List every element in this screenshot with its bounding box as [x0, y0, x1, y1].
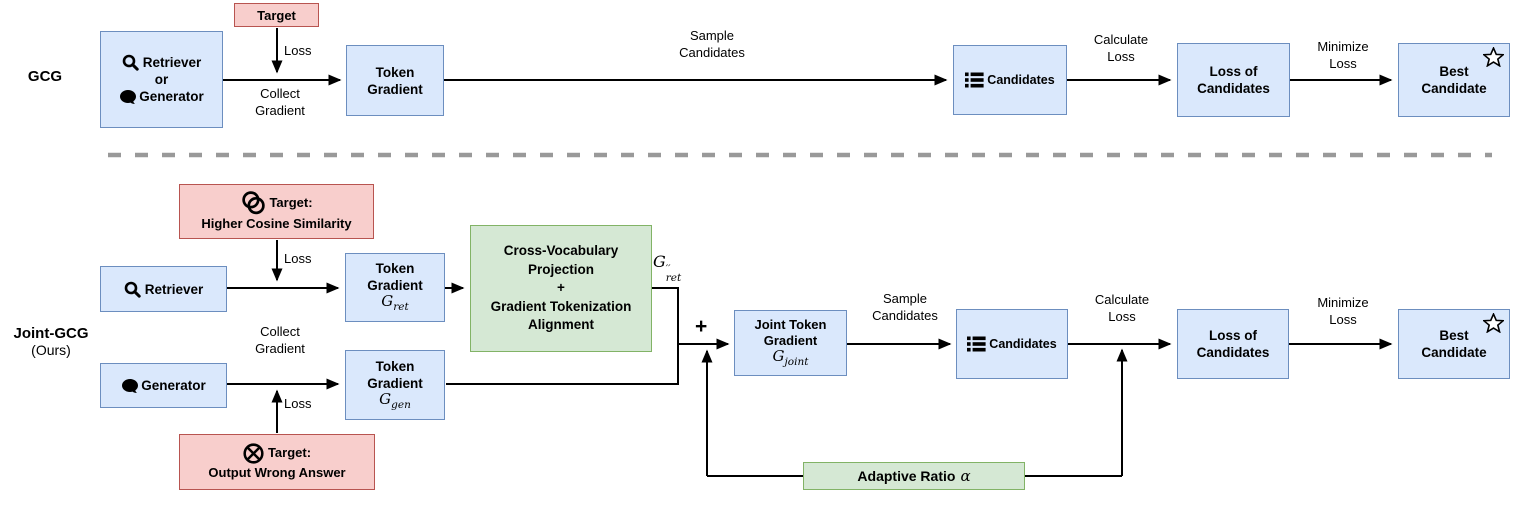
- list-icon: [965, 72, 984, 88]
- edge-label-loss-top: Loss: [284, 43, 312, 58]
- best-candidate-line2: Candidate: [1421, 81, 1487, 96]
- plus-junction-symbol: +: [695, 315, 708, 338]
- loss-of-candidates-box-top: Loss of Candidates: [1177, 43, 1290, 117]
- best-candidate-line1: Best: [1439, 64, 1469, 79]
- token-gradient-line1: Token: [375, 64, 415, 80]
- candidates-label: Candidates: [987, 72, 1055, 87]
- best-candidate-line1: Best: [1439, 328, 1469, 343]
- loss-of-candidates-line2: Candidates: [1197, 81, 1270, 96]
- chat-icon: [120, 89, 137, 104]
- cross-vocab-line1: Cross-Vocabulary: [503, 243, 619, 259]
- cross-vocab-line3: +: [557, 280, 565, 296]
- best-candidate-box-bottom: Best Candidate: [1398, 309, 1510, 379]
- token-gradient-ret-line2: Gradient: [367, 278, 423, 293]
- candidates-label: Candidates: [989, 336, 1057, 351]
- overlapping-circles-icon: [242, 190, 266, 214]
- target-cosine-line2: Higher Cosine Similarity: [201, 215, 352, 231]
- adaptive-ratio-box: Adaptive Ratio α: [803, 462, 1025, 490]
- candidates-box-top: Candidates: [953, 45, 1067, 115]
- g-ret-symbol: Gret: [381, 292, 409, 314]
- g-ret-double-prime-symbol: G′′ret: [653, 252, 682, 284]
- loss-of-candidates-box-bottom: Loss of Candidates: [1177, 309, 1289, 379]
- retriever-label: Retriever: [144, 281, 204, 297]
- g-joint-symbol: Gjoint: [772, 346, 809, 368]
- loss-of-candidates-line1: Loss of: [1208, 328, 1257, 343]
- edge-label-loss-ret: Loss: [284, 251, 312, 266]
- token-gradient-box-top: Token Gradient: [346, 45, 444, 116]
- joint-token-gradient-line1: Joint Token: [754, 316, 827, 332]
- target-box-top: Target: [234, 3, 319, 27]
- token-gradient-line2: Gradient: [367, 81, 423, 97]
- joint-gcg-subtitle: (Ours): [31, 342, 71, 358]
- generator-label: Generator: [141, 378, 206, 393]
- target-wrong-title: Target:: [267, 445, 312, 460]
- token-gradient-ret-box: Token Gradient Gret: [345, 253, 445, 322]
- model-box-line2: or: [154, 72, 169, 87]
- joint-token-gradient-box: Joint Token Gradient Gjoint: [734, 310, 847, 376]
- alpha-symbol: α: [960, 466, 971, 485]
- target-cosine-title: Target:: [269, 194, 313, 210]
- token-gradient-gen-line1: Token: [375, 358, 415, 374]
- token-gradient-ret-line1: Token: [375, 261, 415, 276]
- retriever-or-generator-box: Retriever or Generator: [100, 31, 223, 128]
- target-label: Target: [257, 7, 296, 23]
- search-icon: [124, 281, 141, 298]
- model-box-line3: Generator: [139, 89, 204, 104]
- edge-label-loss-gen: Loss: [284, 396, 312, 411]
- best-candidate-line2: Candidate: [1421, 345, 1487, 360]
- cross-vocab-line4: Gradient Tokenization: [490, 298, 632, 314]
- adaptive-ratio-label: Adaptive Ratio: [857, 467, 956, 484]
- joint-token-gradient-line2: Gradient: [763, 332, 818, 348]
- generator-box: Generator: [100, 363, 227, 408]
- token-gradient-gen-line2: Gradient: [367, 375, 423, 391]
- star-icon: [1483, 47, 1504, 67]
- target-cosine-box: Target: Higher Cosine Similarity: [179, 184, 374, 239]
- list-icon: [967, 336, 986, 352]
- loss-of-candidates-line2: Candidates: [1196, 345, 1270, 360]
- loss-of-candidates-line1: Loss of: [1209, 64, 1258, 79]
- cross-vocab-line2: Projection: [527, 261, 594, 277]
- target-wrong-line2: Output Wrong Answer: [208, 464, 346, 480]
- cross-vocab-box: Cross-Vocabulary Projection + Gradient T…: [470, 225, 652, 352]
- cross-vocab-line5: Alignment: [528, 317, 594, 333]
- candidates-box-bottom: Candidates: [956, 309, 1068, 379]
- model-box-line1: Retriever: [142, 55, 202, 70]
- joint-gcg-title-text: Joint-GCG: [13, 325, 89, 342]
- best-candidate-box-top: Best Candidate: [1398, 43, 1510, 117]
- target-wrong-answer-box: Target: Output Wrong Answer: [179, 434, 375, 490]
- star-icon: [1483, 313, 1504, 333]
- search-icon: [122, 54, 139, 71]
- circle-x-icon: [243, 442, 264, 464]
- retriever-box: Retriever: [100, 266, 227, 312]
- chat-icon: [122, 378, 139, 393]
- joint-gcg-row-title: Joint-GCG (Ours): [5, 325, 97, 358]
- token-gradient-gen-box: Token Gradient Ggen: [345, 350, 445, 420]
- g-gen-symbol: Ggen: [379, 389, 411, 411]
- gcg-row-title: GCG: [27, 68, 63, 85]
